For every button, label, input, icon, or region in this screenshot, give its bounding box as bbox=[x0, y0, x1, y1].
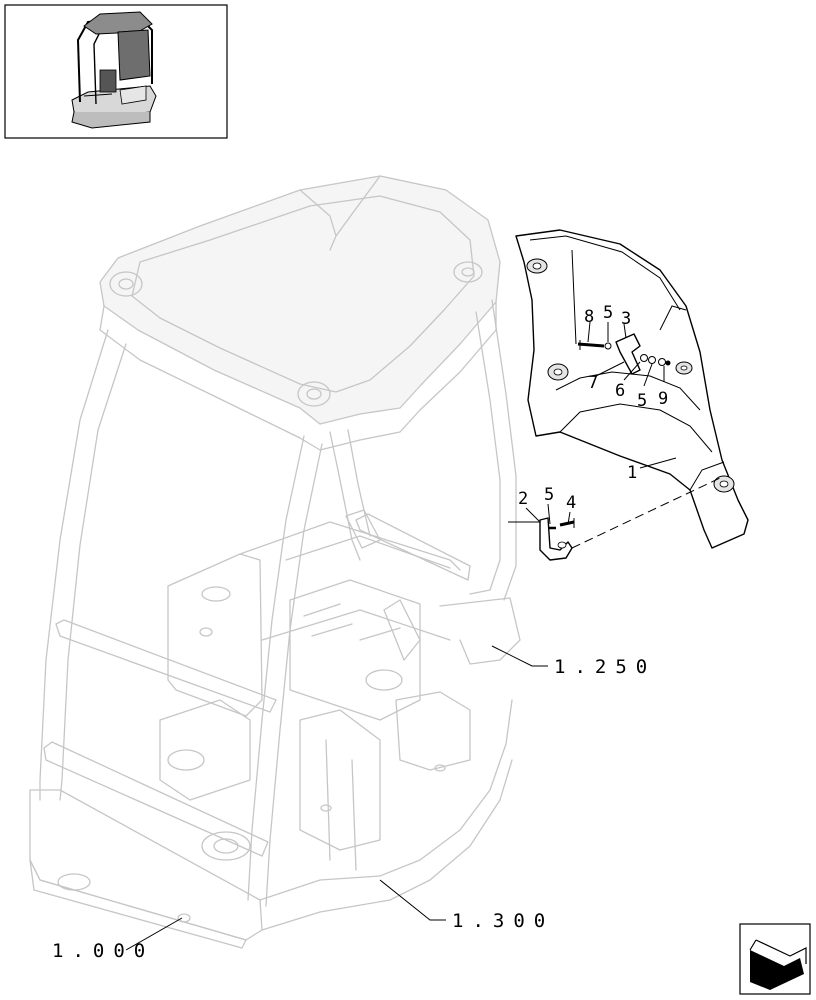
callout-8: 8 bbox=[584, 307, 594, 327]
callout-1: 1 bbox=[627, 463, 637, 483]
callout-6: 6 bbox=[615, 381, 625, 401]
callout-5-middle: 5 bbox=[637, 391, 647, 411]
panel-hardware bbox=[577, 333, 671, 375]
next-page-arrow-icon[interactable] bbox=[739, 923, 811, 995]
machine-cab-thumbnail-icon bbox=[71, 11, 157, 129]
callout-5-upper: 5 bbox=[603, 303, 613, 323]
reference-1-250[interactable]: 1.250 bbox=[554, 656, 656, 678]
callout-5-lower: 5 bbox=[544, 485, 554, 505]
reference-1-300[interactable]: 1.300 bbox=[452, 910, 554, 932]
callout-2: 2 bbox=[518, 489, 528, 509]
callout-7: 7 bbox=[588, 373, 598, 393]
reference-labels: 1.250 1.300 1.000 bbox=[52, 656, 656, 962]
callout-9: 9 bbox=[658, 389, 668, 409]
callout-labels: 8 5 3 7 6 5 9 1 2 5 4 bbox=[518, 303, 668, 513]
callout-4: 4 bbox=[566, 493, 576, 513]
callout-3: 3 bbox=[621, 309, 631, 329]
leader-lines bbox=[125, 249, 721, 951]
lower-bracket-assembly bbox=[539, 517, 575, 561]
cab-frame-ghost bbox=[29, 175, 521, 949]
reference-1-000[interactable]: 1.000 bbox=[52, 940, 154, 962]
side-cover-panel bbox=[515, 229, 749, 549]
thumbnail-frame bbox=[4, 4, 228, 139]
